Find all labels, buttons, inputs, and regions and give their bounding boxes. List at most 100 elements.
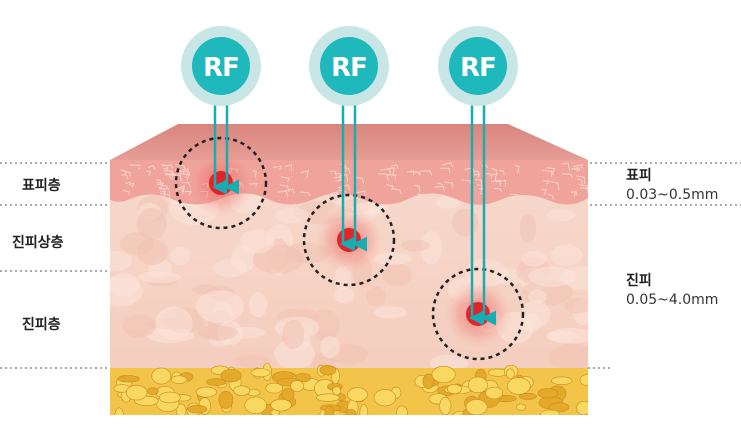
tissue-blot	[110, 250, 132, 272]
epidermis-cell-line	[277, 190, 289, 198]
fat-globule	[270, 398, 292, 412]
fat-globule	[206, 378, 227, 386]
tissue-blot	[565, 297, 588, 314]
epidermis-cell-line	[572, 164, 583, 169]
tissue-blot	[373, 306, 408, 319]
epidermis-cell-line	[329, 191, 339, 198]
epidermis-cell-line	[338, 189, 348, 199]
tissue-blot	[311, 309, 340, 342]
epidermis-cell-line	[175, 187, 184, 194]
epidermis-cell-line	[413, 184, 421, 193]
epidermis-cell-line	[162, 167, 169, 172]
fat-globule	[579, 374, 588, 386]
epidermis-cell-line	[284, 164, 293, 172]
epidermis-cell-line	[543, 180, 550, 185]
epidermis-cell-line	[542, 169, 553, 177]
fat-globule	[551, 376, 573, 386]
epidermis-cell-line	[125, 181, 132, 187]
epidermis-cell-line	[561, 173, 573, 178]
epidermis-cell-line	[280, 176, 290, 183]
fat-globule	[540, 409, 561, 415]
tissue-blot	[155, 306, 193, 340]
skin-top-surface	[110, 124, 588, 160]
epidermis-cell-line	[155, 179, 162, 186]
epidermis-cell-line	[173, 173, 182, 182]
epidermis-cell-line	[121, 174, 129, 180]
tissue-blot	[282, 319, 305, 349]
epidermis-cell-line	[163, 170, 173, 177]
tissue-blot	[465, 258, 507, 288]
tissue-blot	[274, 207, 310, 224]
epidermis-cell-line	[545, 167, 555, 176]
fat-globule	[158, 391, 181, 404]
epidermis-cell-line	[494, 188, 503, 192]
epidermis-cell-line	[579, 184, 588, 192]
epidermis-cell-line	[541, 188, 547, 196]
tissue-blot	[334, 287, 355, 304]
epidermis-range: 0.03~0.5mm	[626, 187, 719, 203]
epidermis-cell-line	[434, 185, 445, 191]
probe-lines	[212, 90, 496, 326]
fat-globule	[295, 373, 311, 383]
fat-globule	[465, 399, 488, 415]
tissue-blot	[522, 250, 548, 267]
epidermis-cell-line	[580, 187, 588, 194]
fat-globule	[439, 396, 452, 415]
rf-probe-3: RF	[438, 26, 518, 106]
label-dermis-layer: 진피층	[22, 317, 61, 333]
label-upper-dermis-layer: 진피상층	[12, 235, 64, 251]
tissue-blot	[137, 271, 181, 283]
fat-globule	[281, 388, 295, 401]
fat-globule	[515, 403, 526, 411]
rf-label: RF	[331, 53, 367, 83]
tissue-blot	[248, 292, 268, 318]
fat-globule	[151, 367, 172, 385]
fat-globule	[244, 396, 267, 414]
epidermis-cell-line	[386, 174, 397, 179]
tissue-blot	[382, 263, 412, 287]
epidermis-cell-line	[491, 167, 498, 176]
epidermis-cell-line	[147, 165, 156, 170]
dermis-title: 진피	[626, 273, 652, 289]
epidermis-cell-line	[158, 188, 171, 194]
fat-globule	[265, 382, 284, 394]
fat-globule	[319, 365, 337, 376]
dermis-range: 0.05~4.0mm	[626, 292, 719, 308]
label-epidermis-layer: 표피층	[22, 178, 61, 194]
fat-globule	[316, 393, 340, 402]
epidermis-cell-line	[416, 193, 424, 201]
fat-globule	[220, 368, 242, 383]
epidermis-cell-line	[410, 171, 421, 176]
tissue-blot	[546, 209, 576, 222]
epidermis-cell-line	[175, 163, 185, 170]
epidermis-cell-line	[145, 170, 152, 176]
fat-globule	[396, 405, 408, 415]
fat-globule	[506, 377, 531, 395]
tissue-blot	[136, 207, 167, 241]
skin-block	[110, 160, 588, 415]
epidermis-cell-line	[161, 164, 174, 169]
epidermis-cell-line	[571, 167, 580, 172]
fat-globule	[548, 402, 570, 413]
epidermis-cell-line	[178, 173, 188, 181]
tissue-blot	[401, 239, 430, 252]
epidermis-cell-line	[476, 183, 483, 193]
rf-label: RF	[460, 53, 496, 83]
epidermis-cell-line	[129, 182, 135, 188]
epidermis-cell-line	[514, 164, 520, 173]
epidermis-cell-line	[432, 193, 439, 200]
focus-dot	[209, 171, 233, 195]
epidermis-cell-line	[441, 162, 453, 167]
tissue-blot	[519, 213, 536, 244]
epidermis-cell-line	[300, 170, 309, 178]
tissue-blot	[527, 289, 547, 304]
epidermis-cell-line	[129, 164, 141, 170]
epidermis-cell-line	[444, 181, 453, 189]
fat-globules	[113, 363, 588, 415]
fat-globule	[447, 383, 462, 394]
tissue-blot	[372, 252, 412, 265]
epidermis-depth-label: 표피 0.03~0.5mm	[626, 165, 718, 203]
epidermis-cell-line	[273, 165, 283, 170]
fat-globule	[147, 387, 159, 395]
